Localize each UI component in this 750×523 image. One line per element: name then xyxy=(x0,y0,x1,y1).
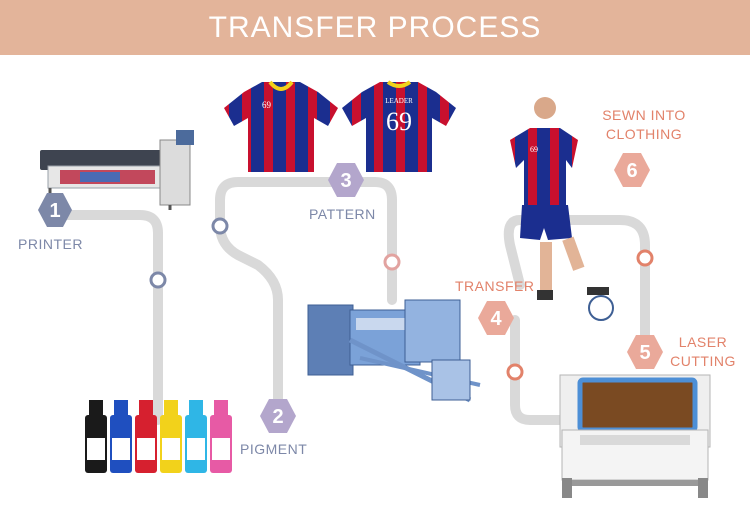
header-banner: TRANSFER PROCESS xyxy=(0,0,750,55)
path-nodes xyxy=(149,217,654,381)
path-node xyxy=(383,253,401,271)
process-path xyxy=(57,177,650,425)
path-node xyxy=(211,217,229,235)
process-diagram: 69 LEADER 69 69 xyxy=(38,80,711,498)
step-3-label: PATTERN xyxy=(309,206,376,222)
path-node xyxy=(149,271,167,289)
step-2-label: PIGMENT xyxy=(240,441,308,457)
transfer-machine-image xyxy=(307,299,481,403)
player-jersey-number: 69 xyxy=(530,145,538,154)
ink-bottle xyxy=(135,400,157,473)
step-5-label-line1: LASER xyxy=(678,334,728,350)
step-6-label-line1: SEWN INTO xyxy=(602,107,686,123)
step-4-number: 4 xyxy=(490,308,502,330)
step-4-label: TRANSFER xyxy=(455,278,535,294)
printer-image xyxy=(40,130,194,210)
step-5-label: LASER CUTTING xyxy=(668,334,738,369)
path-node xyxy=(506,363,524,381)
ink-bottle xyxy=(160,400,182,473)
ink-bottle xyxy=(110,400,132,473)
step-6-label: SEWN INTO CLOTHING xyxy=(596,107,692,142)
laser-cutter-image xyxy=(559,374,711,498)
step-hex-5: 5 xyxy=(627,335,663,369)
ink-bottles xyxy=(85,400,232,473)
step-2-number: 2 xyxy=(272,406,283,428)
jersey-front-number: 69 xyxy=(262,100,272,110)
step-1-number: 1 xyxy=(49,200,60,222)
ink-bottle xyxy=(210,400,232,473)
step-3-number: 3 xyxy=(340,170,351,192)
jersey-back-number: 69 xyxy=(386,107,412,136)
step-hex-3: 3 xyxy=(328,163,364,197)
jersey-back-name: LEADER xyxy=(385,97,413,105)
jersey-back-image: LEADER 69 xyxy=(342,80,456,172)
step-5-number: 5 xyxy=(639,342,650,364)
ink-bottle xyxy=(185,400,207,473)
player-image: 69 xyxy=(510,97,614,321)
page-title: TRANSFER PROCESS xyxy=(208,10,542,44)
step-hex-2: 2 xyxy=(260,399,296,433)
step-hex-1: 1 xyxy=(38,193,72,227)
step-1-label: PRINTER xyxy=(18,236,83,252)
ink-bottle xyxy=(85,400,107,473)
step-6-label-line2: CLOTHING xyxy=(605,126,683,142)
step-6-number: 6 xyxy=(626,160,637,182)
jersey-front-image: 69 xyxy=(224,80,338,172)
step-hex-6: 6 xyxy=(614,153,650,187)
step-hex-4: 4 xyxy=(478,301,514,335)
step-5-label-line2: CUTTING xyxy=(670,353,736,369)
path-node xyxy=(636,249,654,267)
